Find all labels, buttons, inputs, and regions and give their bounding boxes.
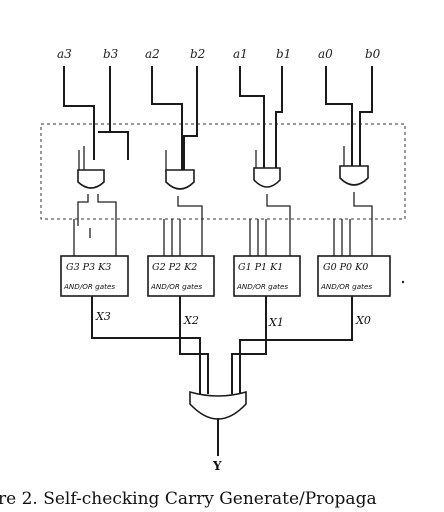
block-2-signals: G2 P2 K2 xyxy=(152,262,197,273)
input-label-b2: b2 xyxy=(190,47,205,61)
stray-dot xyxy=(401,280,405,284)
and-or-block-0: G0 P0 K0 AND/OR gates xyxy=(317,255,391,297)
gate-enclosure xyxy=(40,123,406,220)
output-wires xyxy=(91,296,353,394)
block-2-label: AND/OR gates xyxy=(150,282,202,291)
input-label-b1: b1 xyxy=(276,47,291,61)
output-label-x1: X1 xyxy=(268,316,284,329)
and-or-block-2: G2 P2 K2 AND/OR gates xyxy=(147,255,215,297)
input-label-b3: b3 xyxy=(103,47,119,61)
block-0-label: AND/OR gates xyxy=(320,282,372,291)
input-label-a2: a2 xyxy=(145,47,160,61)
and-or-block-3: G3 P3 K3 AND/OR gates xyxy=(60,255,129,297)
output-label-x3: X3 xyxy=(95,310,111,323)
final-or-gate xyxy=(189,390,247,420)
output-label-x0: X0 xyxy=(355,314,371,327)
input-label-a3: a3 xyxy=(57,47,72,61)
output-label-x2: X2 xyxy=(183,314,199,327)
block-3-signals: G3 P3 K3 xyxy=(66,262,111,273)
or-gate-1 xyxy=(253,167,281,188)
and-or-block-1: G1 P1 K1 AND/OR gates xyxy=(233,255,301,297)
final-output-label: Y xyxy=(212,459,222,473)
block-1-label: AND/OR gates xyxy=(236,282,288,291)
input-stage-1 xyxy=(239,66,291,226)
input-stage-2 xyxy=(151,66,203,226)
input-label-b0: b0 xyxy=(365,47,381,61)
block-3-label: AND/OR gates xyxy=(63,282,115,291)
or-gate-3 xyxy=(77,169,105,189)
input-label-a0: a0 xyxy=(318,47,333,61)
bus-lines xyxy=(73,219,373,256)
input-stage-0 xyxy=(325,66,373,226)
or-gate-2 xyxy=(165,169,195,190)
input-label-a1: a1 xyxy=(233,47,248,61)
block-1-signals: G1 P1 K1 xyxy=(238,262,283,273)
input-labels: a3 b3 a2 b2 a1 b1 a0 b0 xyxy=(57,47,381,61)
figure-caption: re 2. Self-checking Carry Generate/Propa… xyxy=(0,489,377,509)
or-gate-0 xyxy=(339,165,369,186)
input-stage-3 xyxy=(63,66,129,226)
block-0-signals: G0 P0 K0 xyxy=(323,262,368,273)
